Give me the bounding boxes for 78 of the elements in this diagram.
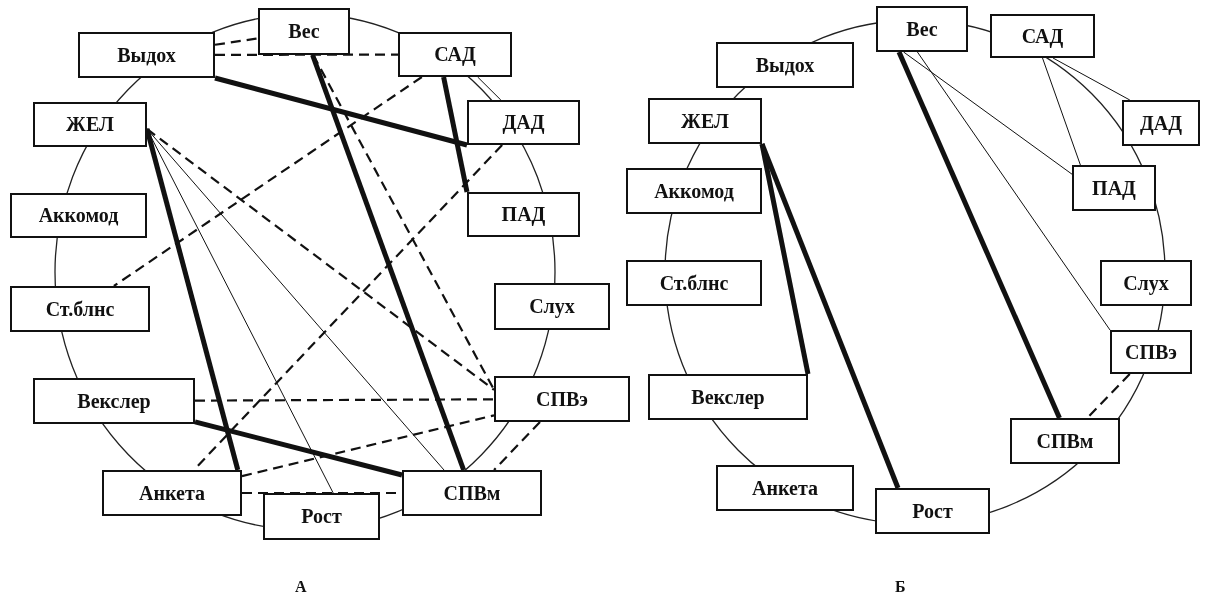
- label-box: [626, 260, 762, 306]
- label-box: [876, 6, 968, 52]
- node-label: Анкета: [139, 481, 205, 505]
- label-box: [10, 286, 150, 332]
- label-box: [648, 374, 808, 420]
- node-label: Векслер: [691, 385, 765, 409]
- connector-line: [493, 421, 541, 471]
- node-label: Вес: [288, 20, 320, 43]
- label-box: [78, 32, 215, 78]
- connector-line: [903, 51, 1073, 175]
- node-label: САД: [434, 43, 476, 66]
- label-box: [1110, 330, 1192, 374]
- label-box: [1072, 165, 1156, 211]
- connector-line: [310, 54, 466, 471]
- connector-line: [113, 76, 423, 287]
- label-box: [648, 98, 762, 144]
- node-label: ЖЕЛ: [681, 109, 729, 133]
- node-label: САД: [1021, 24, 1064, 48]
- node-label: ПАД: [1092, 176, 1136, 200]
- node-label: ДАД: [502, 111, 545, 134]
- label-box: [402, 470, 542, 516]
- node-label: Слух: [529, 295, 575, 318]
- node-label: ДАД: [1140, 111, 1182, 135]
- label-box: [263, 493, 380, 540]
- label-box: [258, 8, 350, 55]
- connector-line: [195, 398, 494, 402]
- connector-line: [1052, 57, 1131, 101]
- node-label: Ст.блнс: [659, 271, 729, 295]
- connector-line: [477, 76, 502, 101]
- panel-label: А: [295, 578, 307, 596]
- node-label: ПАД: [501, 203, 546, 226]
- node-label: СПВэ: [1125, 340, 1177, 364]
- label-box: [33, 378, 195, 424]
- node-label: СПВм: [1036, 429, 1094, 453]
- node-label: Векслер: [77, 389, 151, 413]
- connector-line: [214, 75, 468, 148]
- node-label: СПВэ: [536, 387, 588, 411]
- connector-line: [241, 414, 495, 478]
- connector-line: [146, 128, 495, 391]
- node-label: Аккомод: [38, 204, 119, 227]
- connector-line: [194, 419, 403, 478]
- node-label: Слух: [1123, 271, 1169, 295]
- connector-line: [759, 143, 901, 489]
- label-box: [716, 42, 854, 88]
- label-box: [398, 32, 512, 77]
- label-box: [875, 488, 990, 534]
- node-label: Анкета: [752, 476, 818, 500]
- connector-line: [896, 51, 1062, 419]
- node-label: Рост: [912, 499, 953, 523]
- label-box: [626, 168, 762, 214]
- label-box: [1010, 418, 1120, 464]
- label-box: [990, 14, 1095, 58]
- label-box: [494, 376, 630, 422]
- label-box: [716, 465, 854, 511]
- node-label: ЖЕЛ: [66, 113, 114, 136]
- label-box: [494, 283, 610, 330]
- panel-label: Б: [895, 578, 906, 596]
- connector-line: [916, 51, 1111, 331]
- connector-line: [759, 143, 811, 375]
- connector-line: [312, 54, 495, 391]
- label-box: [10, 193, 147, 238]
- label-box: [102, 470, 242, 516]
- node-label: Вес: [906, 17, 938, 41]
- node-label: Выдох: [117, 43, 176, 67]
- connector-line: [1042, 57, 1081, 166]
- label-box: [33, 102, 147, 147]
- node-label: СПВм: [443, 481, 501, 505]
- connector-line: [214, 37, 259, 46]
- label-box: [467, 192, 580, 237]
- node-label: Ст.блнс: [45, 297, 115, 321]
- node-label: Аккомод: [654, 179, 734, 203]
- connector-line: [441, 76, 470, 193]
- label-box: [1100, 260, 1192, 306]
- label-box: [467, 100, 580, 145]
- node-label: Выдох: [755, 53, 815, 77]
- connector-line: [215, 53, 398, 56]
- label-box: [1122, 100, 1200, 146]
- node-label: Рост: [301, 505, 342, 528]
